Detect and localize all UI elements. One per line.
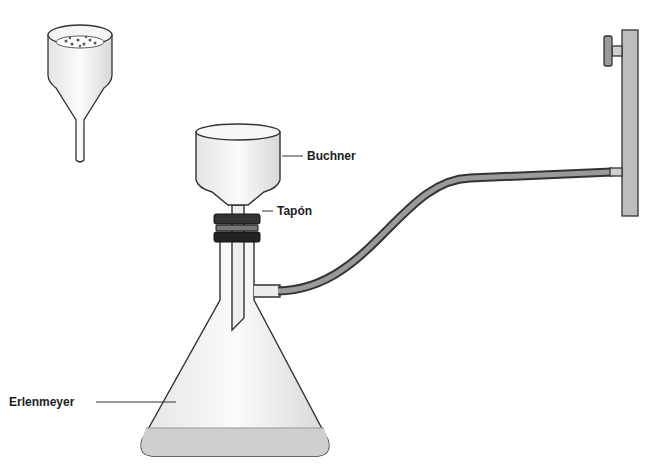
part-label: Erlenmeyer	[8, 395, 75, 409]
small-buchner-funnel	[48, 25, 112, 162]
part-label: Buchner	[306, 149, 357, 163]
vacuum-tap	[604, 30, 638, 216]
vacuum-hose	[278, 172, 612, 291]
leader-lines	[96, 156, 303, 402]
part-label: Tapón	[276, 204, 313, 218]
buchner-funnel	[196, 124, 280, 330]
rubber-stopper	[214, 214, 260, 242]
